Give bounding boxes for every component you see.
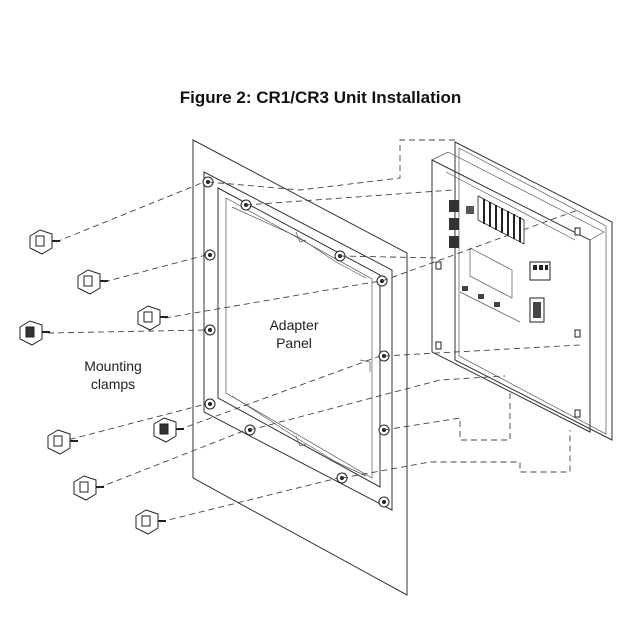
terminal-connector — [529, 261, 551, 281]
mounting-clamps-label-line2: clamps — [90, 376, 136, 392]
adapter-panel-label: Adapter Panel — [246, 316, 342, 352]
cr-unit — [431, 141, 613, 441]
stud — [378, 496, 390, 508]
figure-title: Figure 2: CR1/CR3 Unit Installation — [179, 88, 462, 107]
mounting-clamps — [19, 229, 184, 535]
stud — [334, 250, 346, 262]
heat-sink — [477, 195, 525, 245]
stud — [204, 249, 216, 261]
stud — [204, 398, 216, 410]
port-column — [449, 200, 474, 248]
mounting-clamp — [47, 429, 78, 455]
clamp-guide-lines — [47, 181, 381, 523]
adapter-panel — [192, 139, 408, 596]
mounting-clamp — [19, 320, 50, 346]
mounting-clamp — [137, 305, 168, 331]
mounting-clamp — [77, 269, 108, 295]
unit-guide-lines — [207, 139, 581, 479]
adapter-panel-label-line1: Adapter — [269, 317, 319, 333]
mounting-clamp — [153, 417, 184, 443]
mounting-clamps-label: Mounting clamps — [70, 357, 156, 393]
adapter-panel-label-line2: Panel — [276, 335, 312, 351]
mounting-clamp — [135, 509, 166, 535]
label-area — [469, 247, 513, 299]
panel-studs — [202, 176, 390, 508]
mounting-clamp — [73, 475, 104, 501]
mounting-clamps-label-line1: Mounting — [84, 358, 142, 374]
mounting-clamp — [29, 229, 60, 255]
stud — [204, 324, 216, 336]
